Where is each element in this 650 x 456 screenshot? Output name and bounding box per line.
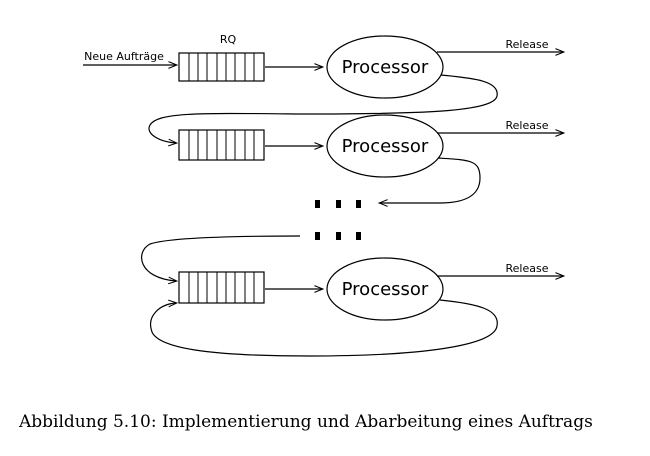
feedback-arrow-1 [148, 74, 498, 143]
processor-3 [326, 257, 444, 321]
release-label-2: Release [506, 119, 549, 132]
processor-1 [326, 35, 444, 99]
figure-caption: Abbildung 5.10: Implementierung und Abar… [19, 412, 593, 432]
processor-2-label: Processor [342, 136, 429, 157]
ready-queue-1 [178, 52, 265, 82]
feedback-arrow-2 [380, 157, 481, 203]
ready-queue-3 [178, 271, 265, 304]
processor-pipeline-diagram: Neue Aufträge RQ Processor Release Proce… [83, 33, 650, 357]
continuation-dots [315, 200, 361, 240]
ready-queue-2 [178, 129, 265, 161]
processor-1-label: Processor [342, 57, 429, 78]
release-label-3: Release [506, 262, 549, 275]
queue-label: RQ [220, 33, 237, 46]
feedback-arrow-4 [150, 299, 498, 357]
processor-2 [326, 114, 444, 178]
feedback-arrow-3 [141, 235, 301, 281]
release-label-1: Release [506, 38, 549, 51]
input-label: Neue Aufträge [84, 50, 164, 63]
processor-3-label: Processor [342, 279, 429, 300]
